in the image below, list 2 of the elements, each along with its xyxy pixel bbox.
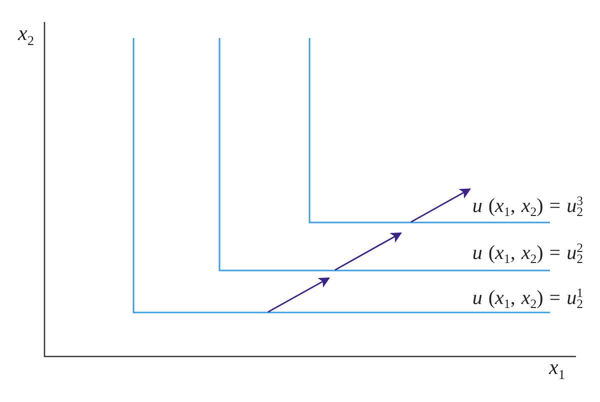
axis-label: x$_{1}$ <box>549 357 566 378</box>
axis-label: x$_{2}$ <box>18 23 34 44</box>
